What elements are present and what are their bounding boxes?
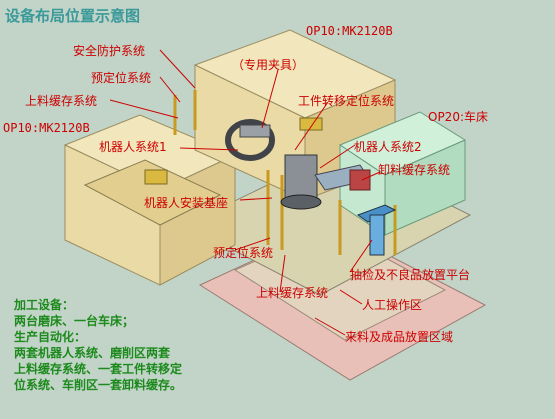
note-line: 生产自动化： bbox=[14, 330, 87, 344]
label-op10-left: OP10:MK2120B bbox=[3, 121, 90, 135]
equipment-notes: 加工设备： 两台磨床、一台车床； 生产自动化： 两套机器人系统、磨削区两套 上料… bbox=[14, 297, 264, 393]
label-manual: 人工操作区 bbox=[362, 298, 423, 312]
left-grinder-table bbox=[83, 159, 222, 226]
note-line: 上料缓存系统、一套工件转移定 bbox=[14, 362, 183, 376]
left-grinder-part bbox=[144, 169, 168, 185]
unload-buffer bbox=[349, 169, 371, 191]
robot-1-arm bbox=[239, 124, 271, 138]
note-line: 位系统、车削区一套卸料缓存。 bbox=[14, 378, 183, 392]
label-safety: 安全防护系统 bbox=[73, 44, 146, 58]
label-preposition-bottom: 预定位系统 bbox=[213, 246, 274, 260]
robot-1-ring bbox=[225, 119, 275, 161]
robot-2-body bbox=[284, 154, 318, 201]
note-line: 两台磨床、一台车床； bbox=[14, 314, 135, 328]
label-op20: OP20:车床 bbox=[428, 110, 488, 124]
page-title: 设备布局位置示意图 bbox=[5, 7, 141, 25]
inspect-platform bbox=[356, 204, 397, 223]
inspect-stand bbox=[369, 214, 385, 256]
back-grinder-part bbox=[299, 117, 323, 131]
leader-lines bbox=[109, 49, 381, 336]
label-robot-1: 机器人系统1 bbox=[99, 140, 167, 154]
label-material: 来料及成品放置区域 bbox=[345, 330, 454, 344]
note-line: 两套机器人系统、磨削区两套 bbox=[14, 346, 171, 360]
label-unload-buffer: 卸料缓存系统 bbox=[378, 163, 451, 177]
label-robot-base: 机器人安装基座 bbox=[144, 196, 229, 210]
label-upper-buffer-top: 上料缓存系统 bbox=[25, 94, 98, 108]
label-robot-2: 机器人系统2 bbox=[354, 140, 422, 154]
label-upper-buffer-bottom: 上料缓存系统 bbox=[256, 286, 329, 300]
label-inspect: 抽检及不良品放置平台 bbox=[350, 268, 471, 282]
note-line: 加工设备： bbox=[14, 298, 75, 312]
robot-2-base bbox=[280, 194, 322, 210]
safety-fence bbox=[173, 90, 397, 255]
label-op10-top: OP10:MK2120B bbox=[306, 24, 393, 38]
lathe-side bbox=[384, 139, 466, 236]
label-fixture: （专用夹具） bbox=[232, 58, 305, 72]
label-transfer: 工件转移定位系统 bbox=[298, 94, 395, 108]
label-preposition-top: 预定位系统 bbox=[91, 71, 152, 85]
